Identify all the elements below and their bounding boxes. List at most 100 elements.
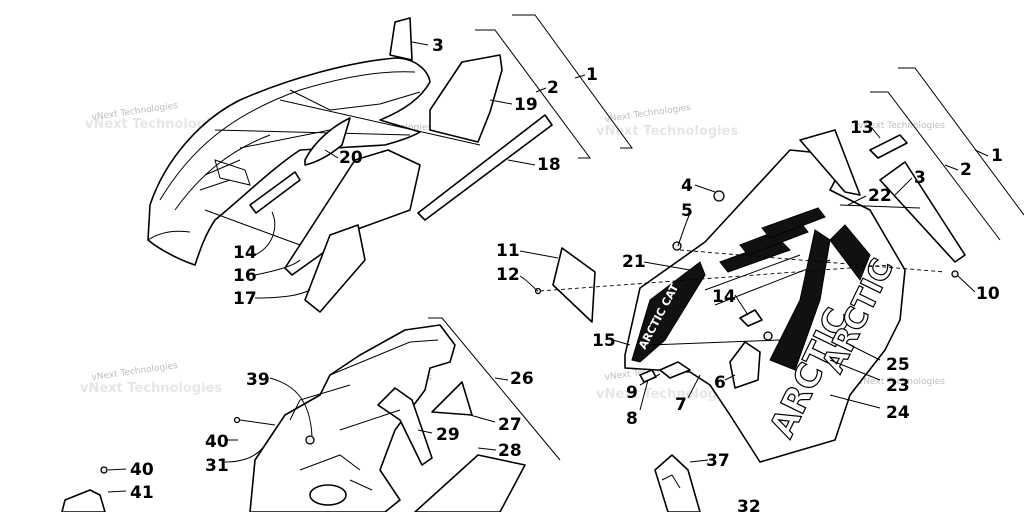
watermark-shadow: vNext Technologies (80, 381, 222, 396)
part-8 (639, 369, 657, 383)
hood-shell (147, 57, 431, 266)
callout-19: 19 (514, 95, 538, 115)
part-14-right (739, 309, 763, 327)
leader (417, 429, 433, 434)
leader (944, 164, 959, 171)
console-edge (289, 384, 351, 421)
callout-1: 1 (586, 65, 598, 85)
assembly-line (839, 204, 921, 209)
callout-37: 37 (706, 451, 730, 471)
watermark-shadow: vNext Technologies (596, 387, 738, 402)
callout-4: 4 (681, 176, 693, 196)
assembly-line (239, 129, 331, 149)
leader (254, 259, 301, 276)
panel-11 (552, 247, 596, 323)
decal-stripe (829, 224, 871, 282)
callout-6: 6 (714, 373, 726, 393)
fastener-5 (672, 241, 682, 251)
vent-louvers (704, 207, 831, 306)
watermark-shadow: vNext Technologies (85, 117, 227, 132)
clip-13 (869, 134, 908, 159)
fastener-39 (305, 435, 315, 445)
leader (107, 468, 127, 471)
pad-17 (304, 224, 366, 313)
leader (687, 374, 701, 399)
leader (829, 359, 881, 381)
console-body (249, 324, 456, 512)
fastener (763, 331, 773, 341)
console-assembly (233, 324, 526, 512)
leader (829, 394, 881, 409)
watermark: vNext Technologies (858, 377, 945, 387)
side-panel (624, 149, 906, 463)
pad-28 (414, 454, 526, 512)
leader (724, 374, 736, 381)
callout-13: 13 (850, 118, 874, 138)
bracket-2 (475, 29, 591, 159)
bracket-1 (512, 14, 633, 149)
hood-edge (289, 89, 421, 111)
leaders-bottom (107, 377, 709, 493)
leader (494, 377, 509, 381)
console-opening (309, 484, 347, 506)
callout-12: 12 (496, 265, 520, 285)
leader (734, 294, 749, 316)
strip-18 (417, 114, 553, 221)
pad-19 (429, 54, 503, 143)
callout-2-right: 2 (960, 160, 972, 180)
callout-23: 23 (886, 376, 910, 396)
part-37-assembly (654, 454, 701, 512)
assembly-line (339, 409, 401, 431)
leader (489, 99, 513, 105)
leader (643, 261, 691, 271)
callout-7: 7 (675, 395, 687, 415)
leader (871, 127, 881, 139)
bracket-1-right (898, 67, 1024, 216)
hood-assembly-left (147, 17, 553, 313)
watermark-shadow: vNext Technologies (596, 124, 738, 139)
callout-5: 5 (681, 201, 693, 221)
console-ribs (299, 454, 373, 491)
leader (689, 459, 709, 463)
fastener-10 (951, 270, 959, 278)
callout-11: 11 (496, 241, 520, 261)
callout-14-right: 14 (712, 287, 736, 307)
hood-vent (199, 159, 241, 191)
callout-41: 41 (130, 483, 154, 503)
part-20 (304, 117, 351, 166)
decal-21 (631, 261, 706, 363)
watermark: vNext Technologies (858, 121, 945, 131)
leaders-top-left (254, 41, 536, 299)
pad-16 (284, 149, 421, 276)
callout-1-right: 1 (991, 146, 1003, 166)
handle-29 (377, 387, 433, 466)
callout-3: 3 (432, 36, 444, 56)
leader (411, 41, 429, 46)
callout-21: 21 (622, 252, 646, 272)
hood-crease (159, 71, 416, 201)
leader (269, 377, 313, 437)
assembly-line (649, 339, 781, 346)
callout-31: 31 (205, 456, 229, 476)
windshield-fin (389, 17, 413, 61)
leader (677, 212, 691, 247)
part-41-assembly (61, 466, 108, 512)
bracket-top (475, 14, 633, 159)
bracket-26 (428, 317, 561, 461)
leader (957, 275, 976, 293)
fastener-40-low (100, 466, 108, 474)
part-37-detail (661, 474, 681, 489)
leader (639, 379, 649, 411)
leader (254, 211, 276, 256)
assembly-line (214, 129, 411, 136)
bracket-right (870, 67, 1024, 241)
leader (849, 344, 881, 361)
callout-16: 16 (233, 266, 257, 286)
leader (574, 74, 586, 79)
assembly-line (279, 99, 481, 146)
leader (694, 184, 716, 193)
callout-39: 39 (246, 370, 270, 390)
side-panel-assembly-right: ARCTIC CAT ARCTIC ARCTIC (534, 129, 966, 463)
trim-22 (879, 161, 966, 263)
part-41 (61, 489, 106, 512)
